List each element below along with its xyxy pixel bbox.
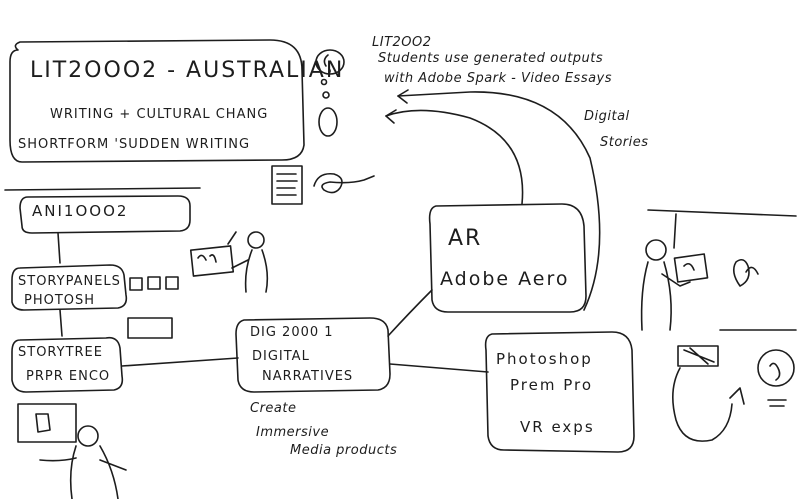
presenter-board	[191, 246, 233, 276]
connector-trees-dig	[122, 358, 238, 366]
storytrees-line2: PRPR ENCO	[26, 370, 110, 383]
arrow-ar-lit	[386, 110, 523, 204]
ar-title: AR	[448, 228, 482, 250]
room-wall	[648, 210, 796, 330]
lit-note-stories: Stories	[600, 136, 649, 149]
lit-shortform: SHORTFORM 'SUDDEN WRITING	[18, 138, 250, 151]
connector-ani-story	[58, 233, 60, 263]
hologram-blob	[734, 260, 758, 286]
ani-label: ANI1OOO2	[32, 204, 128, 219]
dig-code: DIG 2000 1	[250, 326, 334, 339]
dig-line2: DIGITAL	[252, 350, 310, 363]
lit-note-digital: Digital	[584, 110, 630, 123]
connector-dig-ps	[390, 364, 488, 372]
ar-box	[430, 204, 586, 312]
presenter-head	[248, 232, 264, 248]
story-thumb-1	[130, 278, 142, 290]
document-icon	[272, 166, 302, 204]
story-line1: STORYPANELS	[18, 275, 121, 288]
tablet-icon	[674, 254, 707, 282]
connector-lit-line	[5, 188, 200, 190]
dig-note-create: Create	[250, 402, 296, 415]
ps-line1: Photoshop	[496, 352, 593, 367]
sketch-head	[319, 108, 337, 136]
lit-subtitle: WRITING + CULTURAL CHANG	[50, 108, 268, 121]
story-line2: PHOTOSH	[24, 294, 95, 307]
story-thumb-2	[148, 277, 160, 289]
dig-line3: NARRATIVES	[262, 370, 353, 383]
arrow-ar-lit-head	[386, 110, 396, 123]
viewer-body	[40, 446, 126, 499]
story-thumb-3	[166, 277, 178, 289]
ps-line2: Prem Pro	[510, 378, 593, 393]
ps-line3: VR exps	[520, 420, 595, 435]
story-thumb-big	[128, 318, 172, 338]
lit-note-spark: with Adobe Spark - Video Essays	[384, 72, 612, 85]
connector-dig-ar	[388, 290, 432, 336]
lit-note-code: LIT2OO2	[372, 36, 432, 49]
swirl-icon	[314, 174, 374, 193]
dig-note-media: Media products	[290, 444, 397, 457]
vr-user-body	[673, 368, 744, 441]
tablet-user-head	[646, 240, 666, 260]
lit-title: LIT2OOO2 - AUSTRALIAN	[30, 60, 344, 82]
lit-note-students: Students use generated outputs	[378, 52, 603, 65]
storytrees-line1: STORYTREE	[18, 346, 103, 359]
viewer-head	[78, 426, 98, 446]
dig-note-immersive: Immersive	[256, 426, 329, 439]
ar-subtitle: Adobe Aero	[440, 270, 570, 289]
screen-icon	[18, 404, 76, 442]
tablet-user-body	[642, 262, 690, 330]
thought-dot-2	[323, 92, 329, 98]
connector-story-trees	[60, 310, 62, 336]
